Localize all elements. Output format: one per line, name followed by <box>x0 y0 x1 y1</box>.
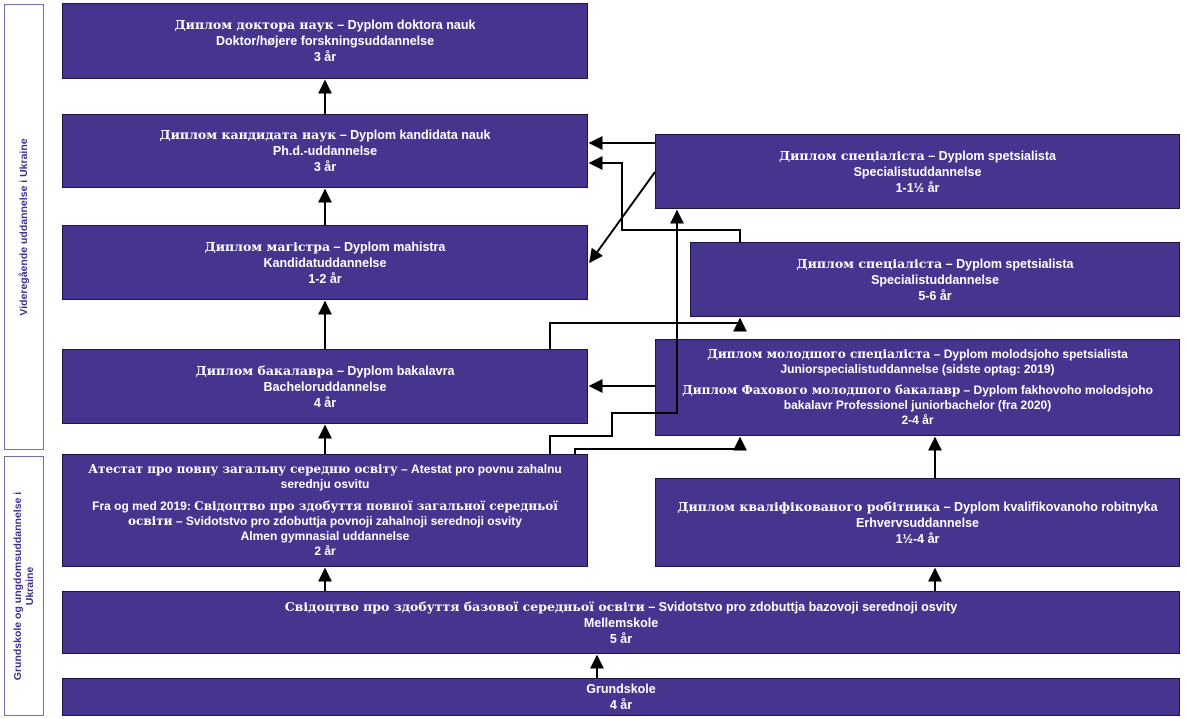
junior-duration: 2-4 år <box>901 413 934 427</box>
school-label: Grundskole og ungdomsuddannelse i Ukrain… <box>12 492 36 680</box>
atestat-title-cont: serednju osvitu <box>280 477 370 491</box>
bachelor-degree-box: Диплом бакалавра – Dyplom bakalavra Bach… <box>62 349 588 424</box>
svidotstvo-full-title: Fra og med 2019: Свідоцтво про здобуття … <box>92 499 558 513</box>
school-label-line1: Grundskole og ungdomsuddannelse i <box>12 491 24 681</box>
candidate-title: Диплом кандидата наук – Dyplom kandidata… <box>159 127 491 142</box>
professional-junior-bachelor-title: Диплом Фахового молодшого бакалавр – Dyp… <box>682 383 1153 397</box>
candidate-duration: 3 år <box>313 160 337 174</box>
junior-specialist-box: Диплом молодшого спеціаліста – Dyplom mo… <box>655 339 1180 436</box>
arrow-specialist-short-to-master <box>589 171 656 264</box>
basic-title: Свідоцтво про здобуття базової середньої… <box>284 598 958 614</box>
primary-duration: 4 år <box>609 698 633 712</box>
worker-danish: Erhvervsuddannelse <box>856 515 979 530</box>
svidotstvo-full-title-cont: освіти – Svidotstvo pro zdobuttja povnoj… <box>128 514 522 528</box>
worker-title: Диплом кваліфікованого робітника – Dyplo… <box>677 498 1158 514</box>
specialist-short-danish: Specialistuddannelse <box>853 164 982 179</box>
atestat-title: Атестат про повну загальну середню освіт… <box>88 462 562 476</box>
professional-junior-bachelor-danish: bakalavr Professionel juniorbachelor (fr… <box>783 398 1052 412</box>
master-duration: 1-2 år <box>308 271 342 286</box>
basic-duration: 5 år <box>609 631 633 646</box>
master-danish: Kandidatuddannelse <box>263 255 387 270</box>
specialist-long-danish: Specialistuddannelse <box>871 272 999 287</box>
school-label-line2: Ukraine <box>24 566 36 606</box>
basic-danish: Mellemskole <box>583 615 659 630</box>
primary-school-box: Grundskole 4 år <box>62 678 1180 716</box>
higher-education-label: Videregående uddannelse i Ukraine <box>18 138 30 316</box>
doctor-degree-box: Диплом доктора наук – Dyplom doktora nau… <box>62 3 588 79</box>
master-title: Диплом магістра – Dyplom mahistra <box>204 238 446 254</box>
basic-secondary-box: Свідоцтво про здобуття базової середньої… <box>62 591 1180 654</box>
worker-duration: 1½-4 år <box>895 531 940 546</box>
atestat-duration: 2 år <box>314 544 336 558</box>
specialist-short-title: Диплом спеціаліста – Dyplom spetsialista <box>778 147 1057 163</box>
higher-education-label-box: Videregående uddannelse i Ukraine <box>4 4 44 450</box>
candidate-danish: Ph.d.-uddannelse <box>272 144 378 158</box>
atestat-danish: Almen gymnasial uddannelse <box>240 529 410 543</box>
specialist-long-title: Диплом спеціаліста – Dyplom spetsialista <box>796 255 1074 271</box>
specialist-short-box: Диплом спеціаліста – Dyplom spetsialista… <box>655 134 1180 209</box>
specialist-short-duration: 1-1½ år <box>895 180 940 195</box>
bachelor-duration: 4 år <box>313 395 337 410</box>
arrow-atestat-to-junior <box>574 436 747 454</box>
primary-danish: Grundskole <box>586 682 656 696</box>
atestat-box: Атестат про повну загальну середню освіт… <box>62 454 588 567</box>
doctor-duration: 3 år <box>313 50 337 64</box>
worker-box: Диплом кваліфікованого робітника – Dyplo… <box>655 478 1180 567</box>
candidate-degree-box: Диплом кандидата наук – Dyplom kandidata… <box>62 114 588 188</box>
master-degree-box: Диплом магістра – Dyplom mahistra Kandid… <box>62 225 588 300</box>
specialist-long-box: Диплом спеціаліста – Dyplom spetsialista… <box>690 242 1180 317</box>
doctor-danish: Doktor/højere forskningsuddannelse <box>215 34 435 48</box>
bachelor-title: Диплом бакалавра – Dyplom bakalavra <box>195 362 455 378</box>
doctor-title: Диплом доктора наук – Dyplom doktora nau… <box>174 17 476 32</box>
school-label-box: Grundskole og ungdomsuddannelse i Ukrain… <box>4 456 44 716</box>
specialist-long-duration: 5-6 år <box>918 288 952 303</box>
junior-danish: Juniorspecialistuddannelse (sidste optag… <box>780 362 1055 376</box>
junior-title: Диплом молодшого спеціаліста – Dyplom mo… <box>707 347 1128 361</box>
bachelor-danish: Bacheloruddannelse <box>263 379 387 394</box>
